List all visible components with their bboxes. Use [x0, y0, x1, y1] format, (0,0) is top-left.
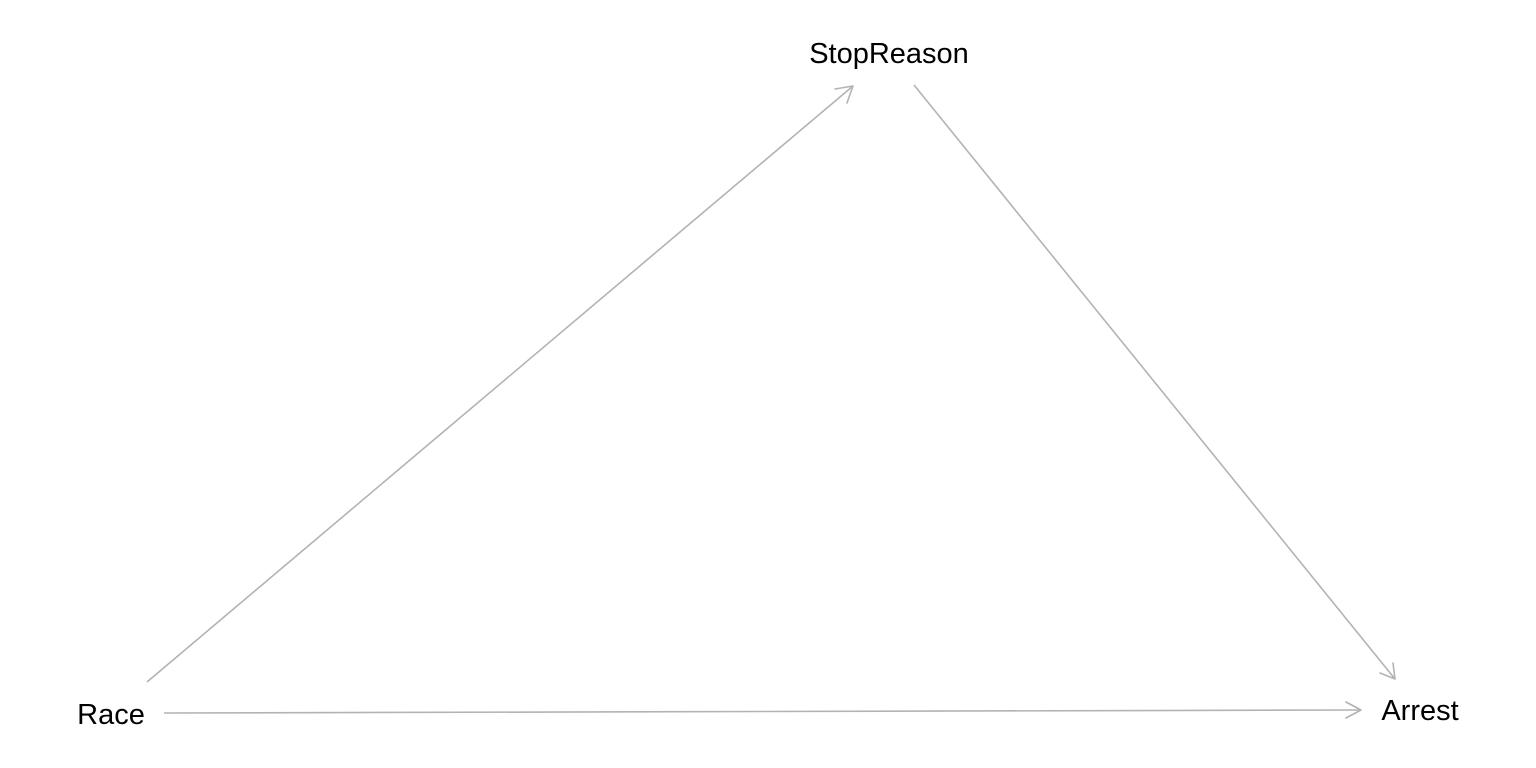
edge-stopreason-to-arrest [913, 84, 1396, 680]
node-arrest: Arrest [1381, 695, 1458, 727]
node-race: Race [77, 699, 145, 731]
edge-race-to-stopreason [146, 85, 854, 683]
edge-race-to-arrest [163, 701, 1362, 719]
node-stopreason: StopReason [809, 38, 969, 70]
